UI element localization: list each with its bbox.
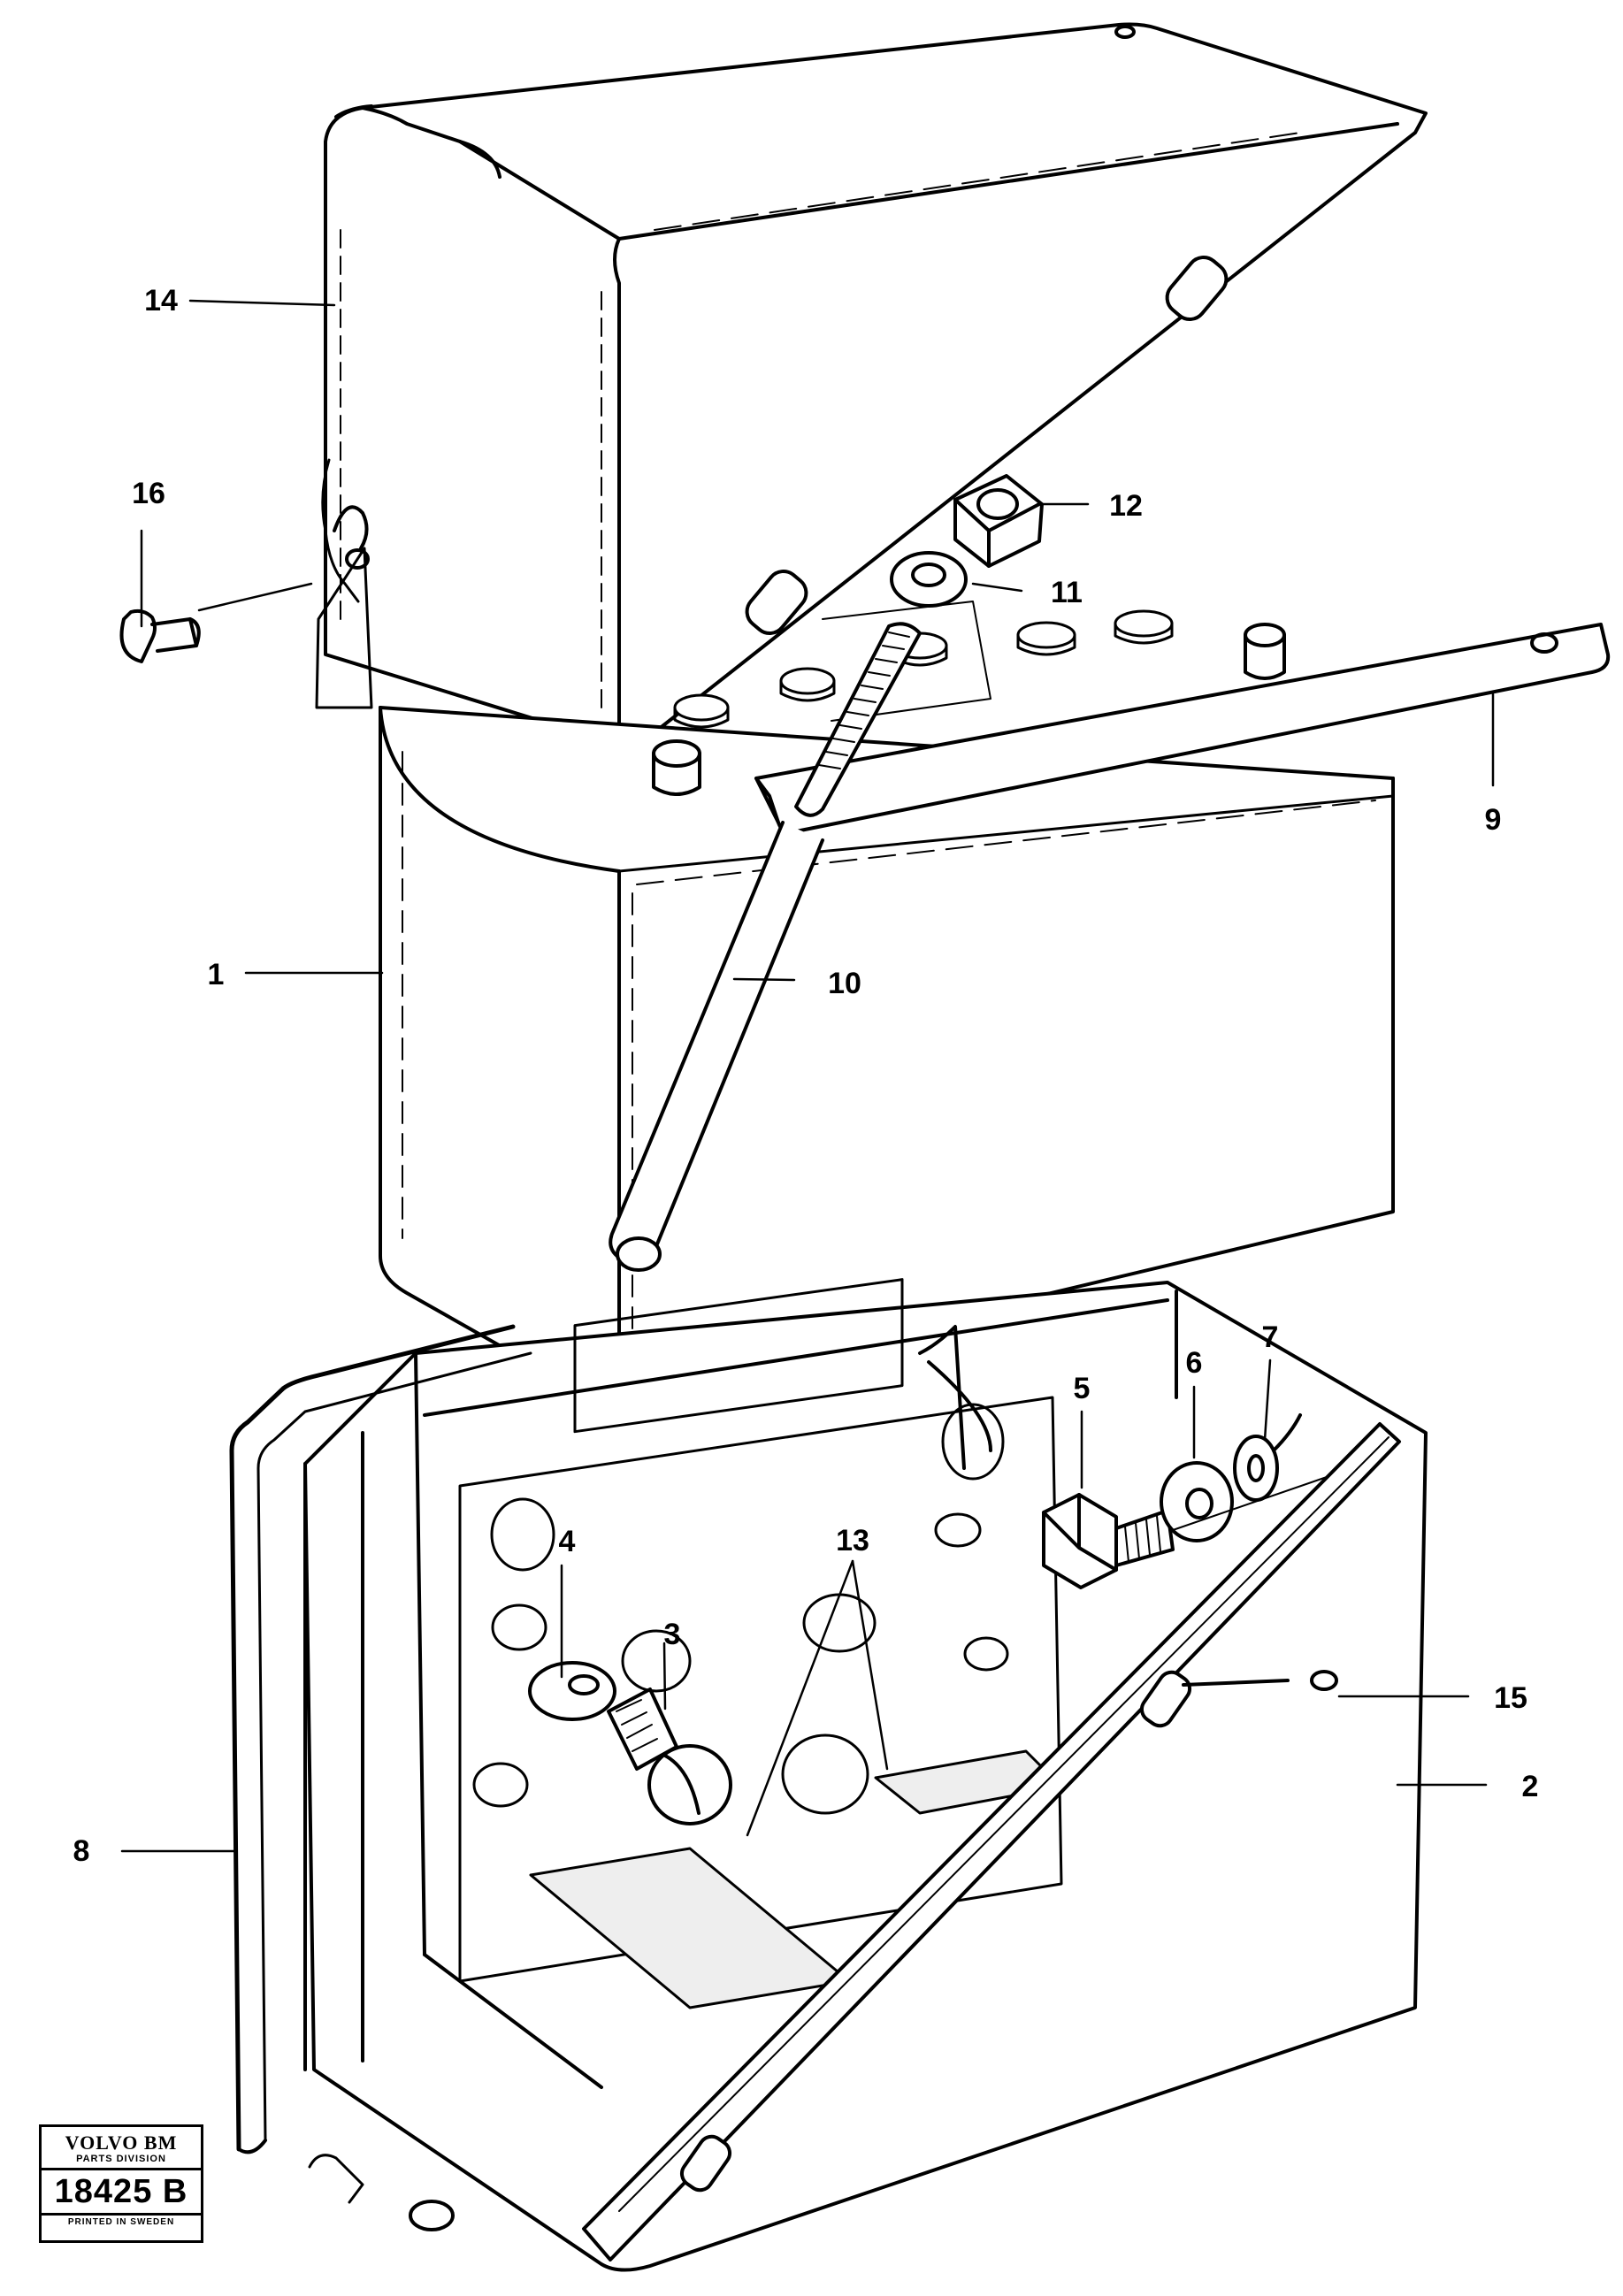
callout-4: 4 bbox=[558, 1525, 576, 1558]
callout-5: 5 bbox=[1073, 1372, 1091, 1405]
stamp-printed: PRINTED IN SWEDEN bbox=[67, 2217, 175, 2227]
parts-division-stamp: VOLVO BM PARTS DIVISION 18425 B PRINTED … bbox=[39, 2124, 203, 2243]
callout-8: 8 bbox=[73, 1834, 90, 1868]
callout-6: 6 bbox=[1185, 1346, 1203, 1380]
clip bbox=[1310, 1670, 1338, 1691]
cover-handle bbox=[1165, 255, 1229, 322]
callout-16: 16 bbox=[132, 477, 165, 510]
callout-13: 13 bbox=[836, 1524, 869, 1557]
spring-washer bbox=[1233, 1413, 1302, 1502]
callout-3: 3 bbox=[663, 1618, 681, 1651]
callout-7: 7 bbox=[1261, 1320, 1279, 1354]
callout-10: 10 bbox=[828, 967, 861, 1000]
stamp-division: PARTS DIVISION bbox=[42, 2154, 201, 2170]
washer bbox=[528, 1661, 616, 1721]
washer bbox=[1160, 1461, 1234, 1542]
callout-12: 12 bbox=[1109, 489, 1143, 523]
battery-cover bbox=[315, 22, 1428, 745]
battery-terminal bbox=[652, 739, 701, 796]
latch-knob bbox=[119, 608, 201, 663]
screw bbox=[607, 1688, 732, 1825]
leader-lines bbox=[120, 299, 1495, 1853]
cover-handle bbox=[745, 569, 808, 636]
battery-terminal bbox=[1244, 623, 1286, 680]
battery-cell-caps bbox=[673, 609, 1174, 729]
battery-tray bbox=[303, 1278, 1428, 2272]
washer bbox=[890, 551, 968, 608]
bolt bbox=[1042, 1493, 1175, 1589]
callout-1: 1 bbox=[207, 958, 225, 991]
threaded-rod bbox=[609, 622, 922, 1272]
stamp-brand: VOLVO BM bbox=[65, 2131, 178, 2154]
stamp-code: 18425 B bbox=[42, 2170, 201, 2216]
callout-9: 9 bbox=[1484, 803, 1502, 837]
hex-nut bbox=[953, 474, 1044, 568]
callout-15: 15 bbox=[1494, 1681, 1527, 1715]
callout-2: 2 bbox=[1521, 1770, 1539, 1803]
callout-11: 11 bbox=[1051, 576, 1083, 609]
callout-14: 14 bbox=[144, 284, 178, 318]
seal-strip bbox=[229, 1324, 532, 2154]
